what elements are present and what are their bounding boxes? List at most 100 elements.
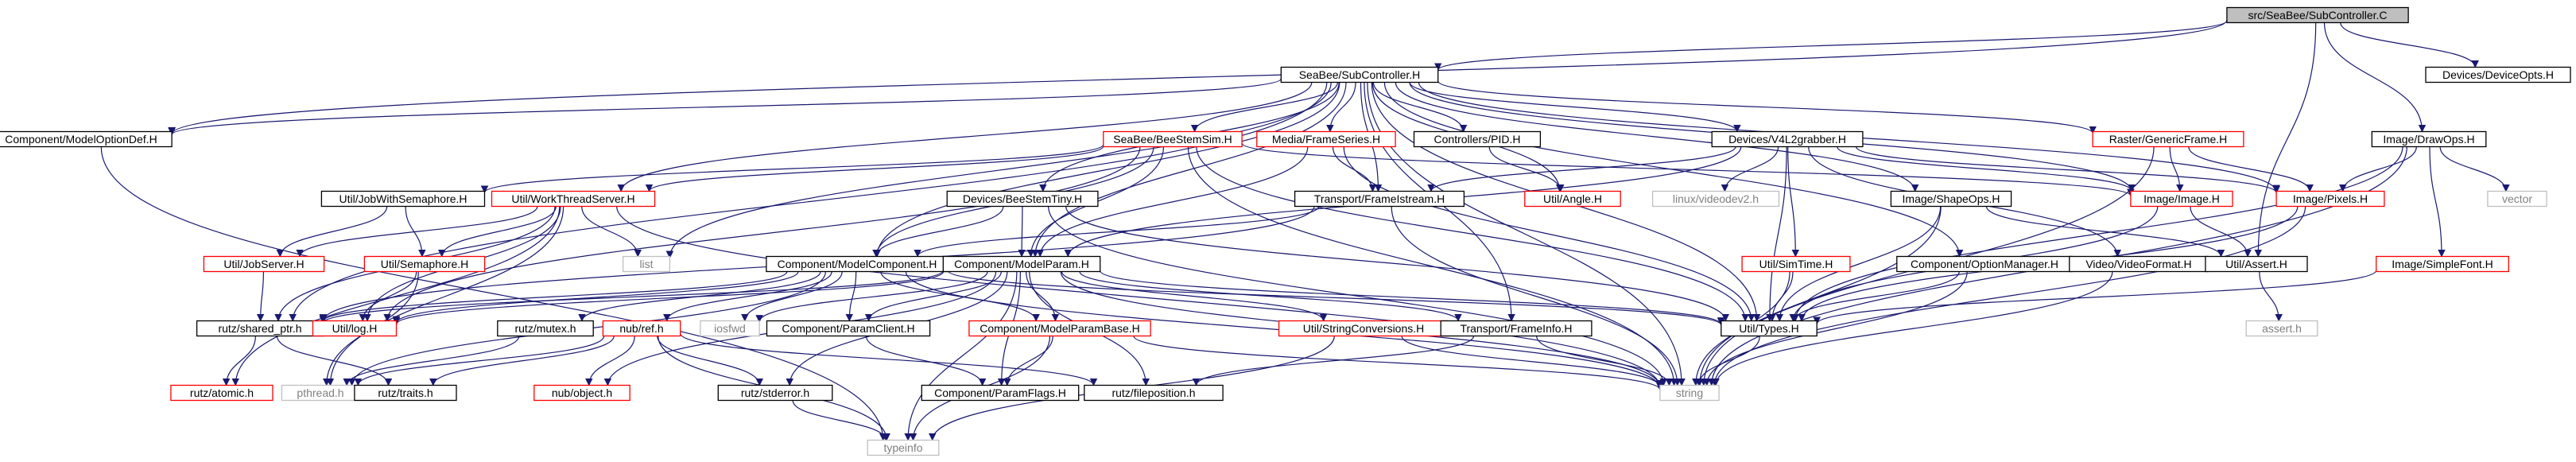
node-modelparam[interactable]: Component/ModelParam.H bbox=[942, 255, 1101, 273]
edge-modelparam-to-paramclient bbox=[864, 271, 1002, 322]
node-v4l2[interactable]: Devices/V4L2grabber.H bbox=[1711, 130, 1864, 148]
node-pixels[interactable]: Image/Pixels.H bbox=[2275, 190, 2385, 208]
node-label-devopts: Devices/DeviceOpts.H bbox=[2442, 68, 2554, 81]
node-label-parambase: Component/ModelParamBase.H bbox=[980, 322, 1140, 335]
edge-beestem-to-types bbox=[1196, 146, 1749, 322]
edge-parambase-to-string bbox=[1133, 336, 1664, 391]
node-devopts[interactable]: Devices/DeviceOpts.H bbox=[2425, 66, 2571, 83]
node-label-sharedptr: rutz/shared_ptr.h bbox=[218, 322, 301, 335]
edge-optmgr-to-types bbox=[1790, 271, 1960, 322]
edges-layer bbox=[100, 20, 2510, 441]
node-mutex[interactable]: rutz/mutex.h bbox=[497, 320, 594, 337]
node-box-pixels bbox=[2275, 190, 2385, 208]
node-genericframe[interactable]: Raster/GenericFrame.H bbox=[2092, 130, 2244, 148]
edge-sub-to-modelparam bbox=[1031, 82, 1347, 258]
node-simtime[interactable]: Util/SimTime.H bbox=[1741, 255, 1851, 273]
edge-modelparam-to-types bbox=[1100, 270, 1725, 325]
edge-frameinfo-to-fileposition bbox=[1192, 336, 1475, 386]
node-label-vector: vector bbox=[2502, 192, 2532, 205]
node-box-simplefont bbox=[2376, 255, 2509, 273]
edge-sub-to-beestem bbox=[1190, 82, 1338, 133]
edge-modelparam-to-sharedptr bbox=[319, 270, 944, 324]
node-framestream[interactable]: Transport/FrameIstream.H bbox=[1294, 190, 1465, 208]
node-videoformat[interactable]: Video/VideoFormat.H bbox=[2069, 255, 2209, 273]
edge-workthread-to-jobserver bbox=[296, 206, 538, 258]
node-label-shapeops: Image/ShapeOps.H bbox=[1903, 192, 2000, 205]
node-nubobject[interactable]: nub/object.h bbox=[533, 384, 630, 402]
node-stderror[interactable]: rutz/stderror.h bbox=[717, 384, 833, 402]
edge-workthread-to-semaphore bbox=[437, 206, 557, 258]
node-sub[interactable]: SeaBee/SubController.H bbox=[1280, 66, 1439, 83]
edge-beestemtiny-to-modelcomp bbox=[872, 206, 1004, 258]
node-shapeops[interactable]: Image/ShapeOps.H bbox=[1890, 190, 2012, 208]
node-root[interactable]: src/SeaBee/SubController.C bbox=[2226, 6, 2409, 24]
node-nubref[interactable]: nub/ref.h bbox=[602, 320, 681, 337]
node-traits[interactable]: rutz/traits.h bbox=[354, 384, 457, 402]
node-label-root: src/SeaBee/SubController.C bbox=[2248, 9, 2387, 21]
node-box-genericframe bbox=[2092, 130, 2244, 148]
node-label-asserth: assert.h bbox=[2262, 322, 2302, 335]
node-atomic[interactable]: rutz/atomic.h bbox=[170, 384, 274, 402]
edge-frameseries-to-types bbox=[1343, 146, 1755, 322]
node-assert[interactable]: Util/Assert.H bbox=[2205, 255, 2308, 273]
edge-pixels-to-string bbox=[1710, 206, 2306, 386]
edge-modelparam-to-parambase bbox=[1026, 271, 1060, 322]
node-vector: vector bbox=[2487, 190, 2547, 208]
node-box-devopts bbox=[2425, 66, 2571, 83]
node-beestem[interactable]: SeaBee/BeeStemSim.H bbox=[1103, 130, 1243, 148]
node-log[interactable]: Util/log.H bbox=[312, 320, 398, 337]
node-jobserver[interactable]: Util/JobServer.H bbox=[203, 255, 325, 273]
node-optmgr[interactable]: Component/OptionManager.H bbox=[1896, 255, 2073, 273]
node-label-modelparam: Component/ModelParam.H bbox=[954, 258, 1089, 270]
node-paramflags[interactable]: Component/ParamFlags.H bbox=[921, 384, 1080, 402]
node-modelopt[interactable]: Component/ModelOptionDef.H bbox=[0, 130, 173, 148]
edge-modelcomp-to-nubref bbox=[663, 271, 832, 322]
edge-sub-to-sharedptr bbox=[289, 82, 1328, 322]
node-label-videoformat: Video/VideoFormat.H bbox=[2085, 258, 2191, 270]
edge-modelcomp-to-log bbox=[392, 271, 799, 324]
node-label-mutex: rutz/mutex.h bbox=[514, 322, 576, 335]
node-simplefont[interactable]: Image/SimpleFont.H bbox=[2376, 255, 2509, 273]
edge-v4l2-to-simtime bbox=[1787, 146, 1800, 258]
node-frameinfo[interactable]: Transport/FrameInfo.H bbox=[1440, 320, 1593, 337]
node-box-paramflags bbox=[921, 384, 1080, 402]
edge-beestemtiny-to-string bbox=[1048, 206, 1668, 386]
edge-modelparam-to-typeinfo bbox=[904, 271, 1018, 441]
node-box-list bbox=[622, 255, 671, 273]
node-label-simplefont: Image/SimpleFont.H bbox=[2392, 258, 2493, 270]
edge-modelparam-to-strconv bbox=[1061, 271, 1328, 322]
edge-jobserver-to-sharedptr bbox=[256, 271, 265, 322]
node-workthread[interactable]: Util/WorkThreadServer.H bbox=[491, 190, 656, 208]
node-fileposition[interactable]: rutz/fileposition.h bbox=[1084, 384, 1224, 402]
node-image[interactable]: Image/Image.H bbox=[2130, 190, 2233, 208]
node-paramclient[interactable]: Component/ParamClient.H bbox=[766, 320, 931, 337]
edge-types-to-string bbox=[1694, 336, 1760, 386]
edge-shapeops-to-assert bbox=[1985, 206, 2225, 258]
node-label-nubobject: nub/object.h bbox=[552, 386, 612, 399]
node-pid[interactable]: Controllers/PID.H bbox=[1413, 130, 1542, 148]
node-label-sub: SeaBee/SubController.H bbox=[1299, 68, 1421, 81]
node-box-nubref bbox=[602, 320, 681, 337]
node-modelcomp[interactable]: Component/ModelComponent.H bbox=[766, 255, 949, 273]
node-strconv[interactable]: Util/StringConversions.H bbox=[1278, 320, 1449, 337]
edge-videoformat-to-string bbox=[1712, 271, 2113, 386]
edge-v4l2-to-framestream bbox=[1427, 146, 1736, 192]
node-parambase[interactable]: Component/ModelParamBase.H bbox=[968, 320, 1151, 337]
node-frameseries[interactable]: Media/FrameSeries.H bbox=[1256, 130, 1396, 148]
edge-simplefont-to-types bbox=[1813, 270, 2377, 325]
edge-v4l2-to-pixels bbox=[1855, 146, 2280, 194]
node-beestemtiny[interactable]: Devices/BeeStemTiny.H bbox=[946, 190, 1099, 208]
node-label-frameinfo: Transport/FrameInfo.H bbox=[1460, 322, 1572, 335]
node-jobsem[interactable]: Util/JobWithSemaphore.H bbox=[320, 190, 486, 208]
node-label-list: list bbox=[639, 258, 653, 270]
node-types[interactable]: Util/Types.H bbox=[1721, 320, 1818, 337]
node-box-framestream bbox=[1294, 190, 1465, 208]
node-drawops[interactable]: Image/DrawOps.H bbox=[2371, 130, 2487, 148]
edge-sub-to-shapeops bbox=[1395, 82, 1919, 192]
edge-sharedptr-to-atomic bbox=[222, 336, 256, 386]
node-box-atomic bbox=[170, 384, 274, 402]
node-angle[interactable]: Util/Angle.H bbox=[1524, 190, 1621, 208]
node-sharedptr[interactable]: rutz/shared_ptr.h bbox=[196, 320, 324, 337]
node-semaphore[interactable]: Util/Semaphore.H bbox=[363, 255, 486, 273]
